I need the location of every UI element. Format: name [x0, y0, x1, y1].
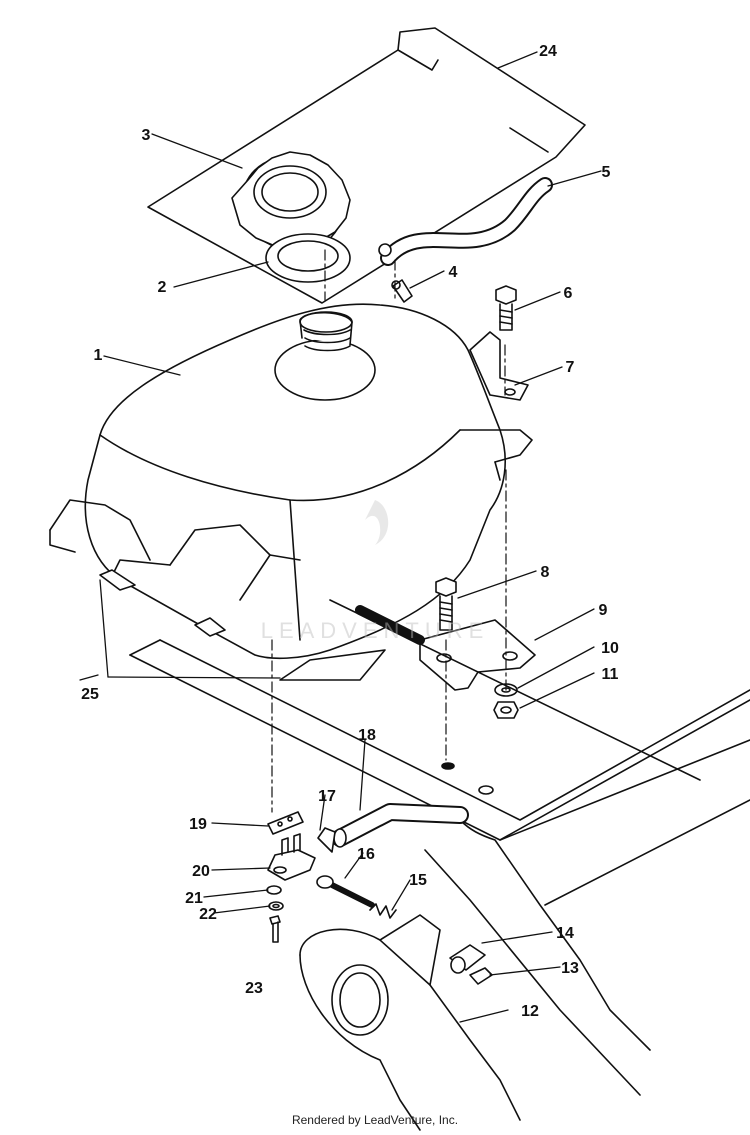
fuel-valve: [267, 833, 316, 881]
fuel-cap: [231, 151, 351, 252]
bolt-6: [495, 285, 517, 331]
washer-22: [268, 901, 284, 911]
callout-11: 11: [602, 666, 619, 683]
callout-16: 16: [357, 846, 375, 863]
shaft-rod: [316, 875, 375, 908]
callout-2: 2: [158, 279, 167, 296]
callout-20: 20: [192, 863, 210, 880]
watermark-text: LEADVENTURE: [261, 618, 490, 643]
callout-4: 4: [449, 264, 458, 281]
callout-5: 5: [602, 164, 611, 181]
callout-24: 24: [539, 43, 557, 60]
callout-13: 13: [561, 960, 579, 977]
handlebar-tube: [299, 914, 521, 1131]
screw-23: [269, 915, 281, 943]
heat-shield-plate: [147, 27, 586, 304]
washer-21: [266, 885, 282, 895]
callout-17: 17: [318, 788, 336, 805]
fuel-tank: [49, 303, 533, 660]
callout-23: 23: [245, 980, 263, 997]
watermark: LEADVENTURE: [261, 500, 490, 643]
callout-8: 8: [541, 564, 550, 581]
screw-13: [469, 967, 493, 985]
callout-21: 21: [185, 890, 203, 907]
callout-10: 10: [601, 640, 619, 657]
callout-12: 12: [521, 1003, 539, 1020]
bolt-8: [435, 577, 457, 631]
clip: [317, 827, 336, 853]
callout-14: 14: [556, 925, 574, 942]
callout-9: 9: [599, 602, 608, 619]
callout-18: 18: [358, 727, 376, 744]
callout-7: 7: [566, 359, 575, 376]
callout-3: 3: [142, 127, 151, 144]
alignment-lines: [271, 249, 507, 813]
callout-22: 22: [199, 906, 217, 923]
render-credit: Rendered by LeadVenture, Inc.: [291, 1113, 459, 1127]
choke-knob: [449, 944, 486, 974]
plate-19: [267, 811, 304, 835]
callout-15: 15: [409, 872, 427, 889]
callout-25: 25: [81, 686, 99, 703]
callout-numbers: 1 2 3 4 5 6 7 8 9 10 11 12 13 14 15 16 1…: [81, 43, 619, 1020]
nut-11: [493, 701, 519, 719]
leader-lines: [79, 51, 602, 1023]
tank-pads: [99, 569, 386, 681]
cap-gasket: [265, 233, 351, 283]
callout-1: 1: [94, 347, 103, 364]
elbow-fitting: [391, 279, 413, 303]
callout-6: 6: [564, 285, 573, 302]
callout-19: 19: [189, 816, 207, 833]
vent-hose: [378, 177, 553, 266]
fuel-line: [331, 803, 469, 848]
frame: [129, 599, 750, 1096]
